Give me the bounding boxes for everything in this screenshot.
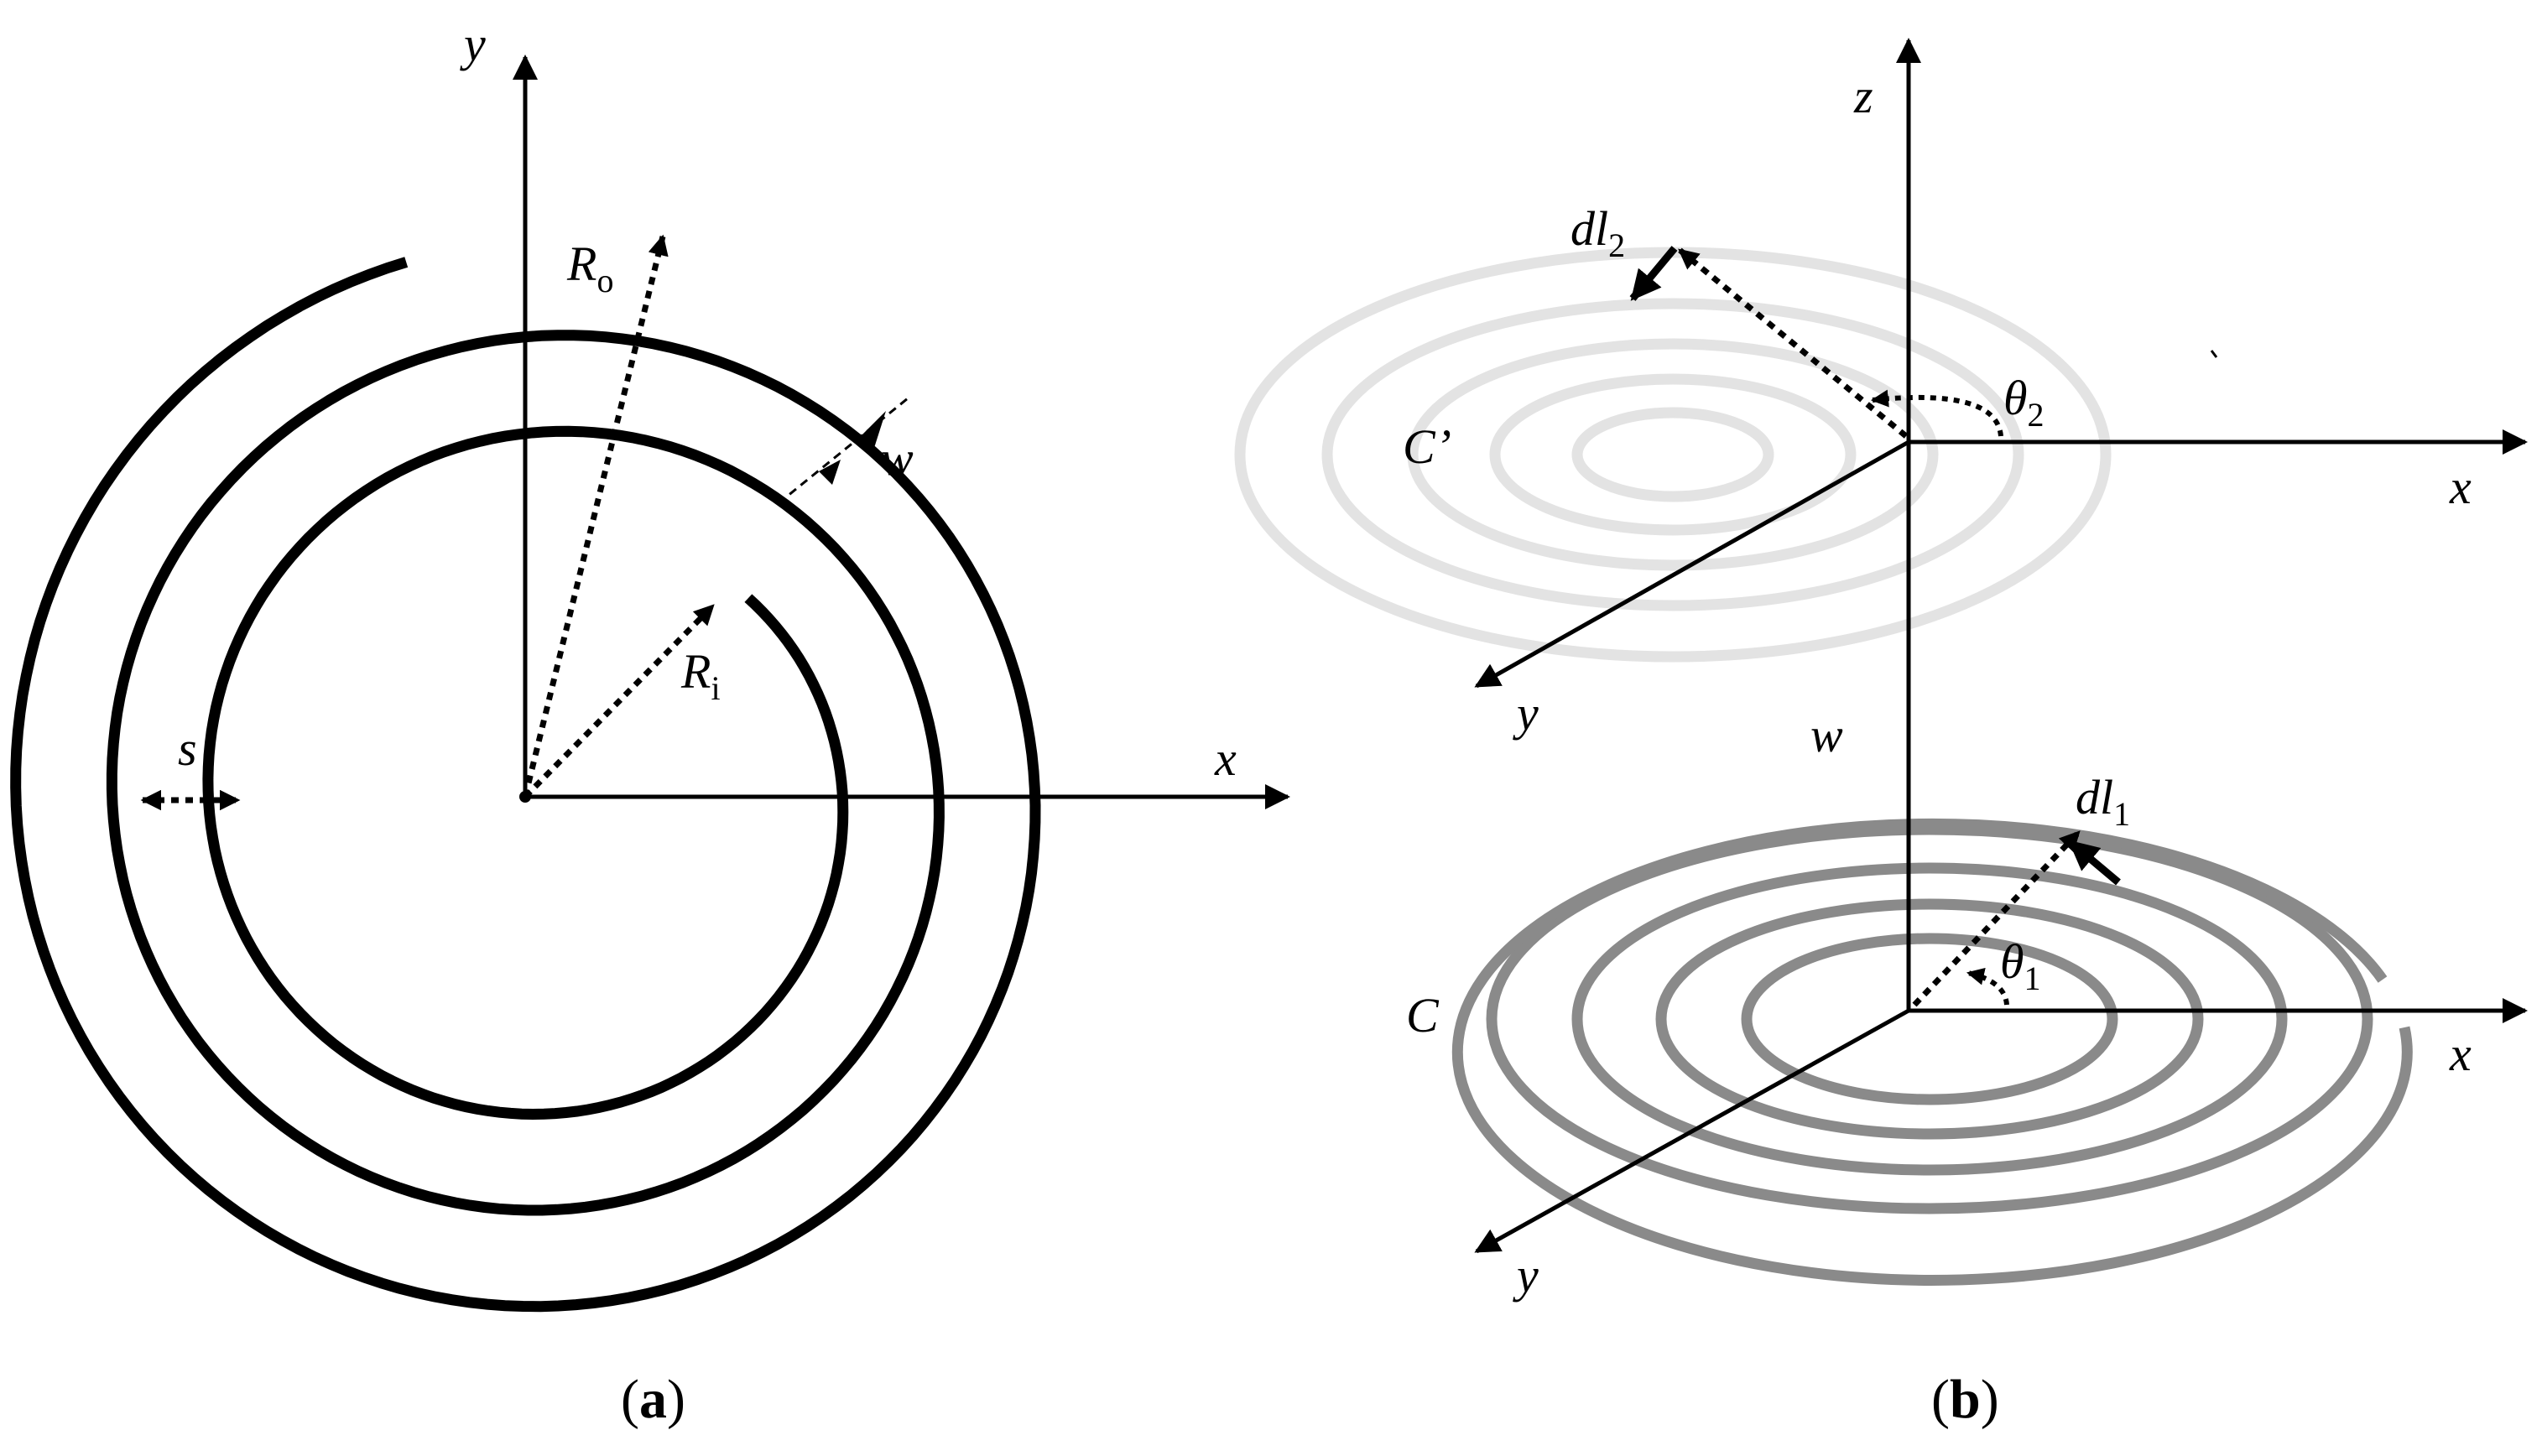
outer-radius-arrow [522,234,669,798]
lower-coil-turn [1741,933,2118,1105]
upper-radius-arrow [1677,247,1909,439]
label-width-a: w [881,431,914,486]
axis-y-upper [1474,439,1910,689]
upper-coil-c-prime [1234,247,2112,663]
lower-coil-turn [1486,824,2373,1214]
lower-coil-turn [1571,862,2288,1176]
upper-coil-turn [1234,247,2112,663]
lower-coil-turn [1655,898,2204,1140]
label-y-a: y [460,17,486,71]
label-c-prime: C’ [1403,419,1451,474]
upper-coil-turn [1489,373,1857,536]
label-y-lower: y [1513,1248,1539,1303]
panel-b-coupled-coils: z x y x y dl2 dl1 θ2 θ1 C’ C w (b) [1234,38,2528,1430]
label-dl2: dl2 [1571,201,1625,264]
label-spacing: s [178,721,197,776]
upper-coil-turn [1571,407,1774,502]
caption-b: (b) [1931,1369,1999,1430]
upper-coil-turn [1407,338,1939,571]
theta2-arc [1870,389,2003,437]
label-x-lower: x [2449,1027,2472,1081]
label-outer-radius: Ro [566,237,613,299]
upper-coil-turn [1321,298,2024,611]
label-c: C [1406,988,1440,1043]
width-arrowhead-inner [819,460,841,485]
label-dl1: dl1 [2076,770,2130,833]
label-y-upper: y [1513,686,1539,741]
stray-mark [2210,350,2218,358]
theta1-arc [1966,967,2009,1006]
label-w-b: w [1810,708,1843,762]
label-x-upper: x [2449,460,2472,514]
lower-coil-outer-turn [1451,818,2413,1286]
axis-y-lower [1474,1008,1910,1254]
label-x-a: x [1214,731,1237,786]
planar-spiral-coil [10,257,1041,1313]
label-inner-radius: Ri [680,644,721,707]
dl1-tangent-arrow [2068,839,2121,886]
lower-radius-arrow [1912,829,2081,1007]
label-theta2: θ2 [2003,371,2045,434]
label-theta1: θ1 [2000,934,2041,997]
width-arrowhead-outer [857,411,886,448]
panel-a-planar-spiral: y x Ro Ri w s (a) [10,17,1290,1430]
lower-coil-c [1451,818,2413,1286]
dl2-tangent-arrow [1629,246,1678,301]
inner-radius-arrow [523,603,716,799]
caption-a: (a) [621,1369,685,1430]
label-z: z [1853,69,1873,123]
